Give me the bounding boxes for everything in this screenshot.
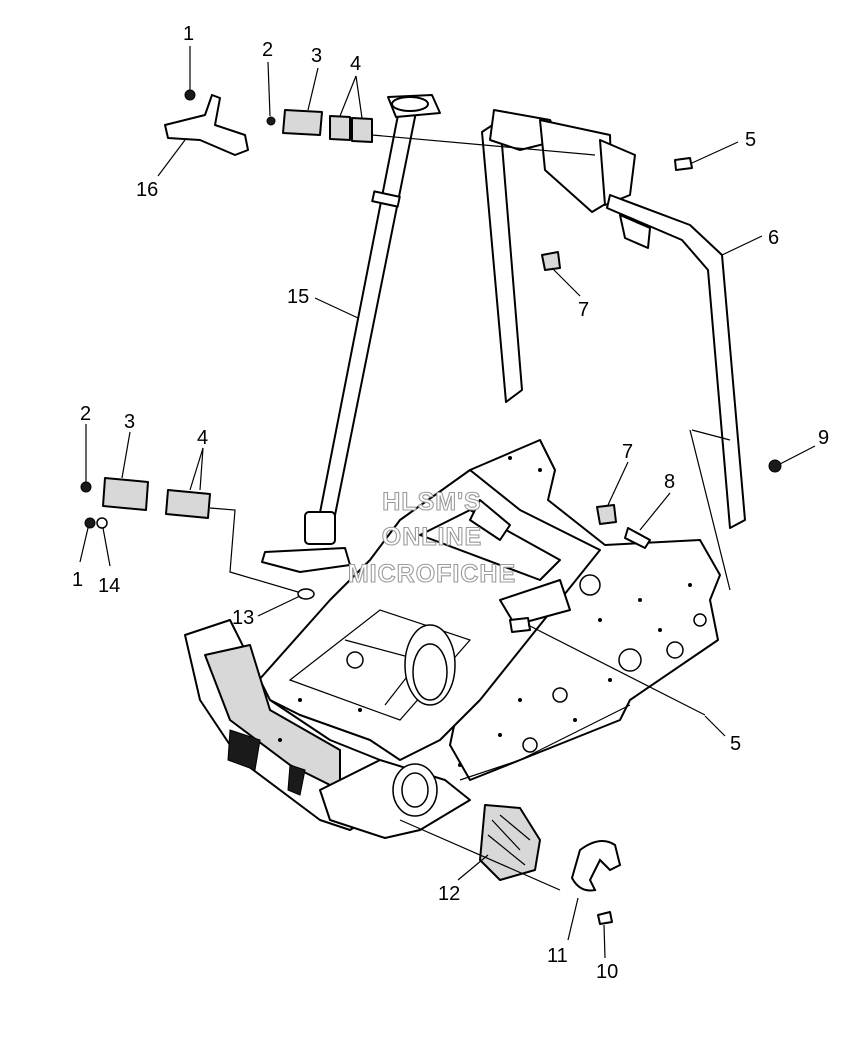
- callout-2-left: 2: [80, 403, 91, 425]
- watermark: HLSM'S ONLINE MICROFICHE: [347, 487, 516, 588]
- callout-3-top: 3: [311, 45, 322, 67]
- bolt-8: [624, 527, 651, 549]
- watermark-line-3: MICROFICHE: [348, 560, 516, 588]
- callout-10: 10: [596, 961, 618, 983]
- callout-8: 8: [664, 471, 675, 493]
- callout-3-left: 3: [124, 411, 135, 433]
- watermark-line-2: ONLINE: [382, 523, 482, 551]
- callout-12: 12: [438, 883, 460, 905]
- callout-2-top: 2: [262, 39, 273, 61]
- callout-11: 11: [547, 945, 568, 967]
- watermark-line-1: HLSM'S: [382, 488, 481, 516]
- clamp-3-left: [102, 477, 149, 511]
- callout-15: 15: [287, 286, 309, 308]
- callout-4-left: 4: [197, 427, 208, 449]
- clip-7-top: [541, 251, 561, 271]
- bolt-5-top: [674, 157, 693, 171]
- steering-post: [261, 94, 441, 573]
- callout-1-left: 1: [72, 569, 83, 591]
- callout-16: 16: [136, 179, 158, 201]
- bracket-16: [164, 94, 249, 156]
- bolt-5-lower: [509, 617, 531, 633]
- nut-1-top: [184, 89, 196, 101]
- washer-13: [297, 588, 315, 600]
- clamp-3-top: [282, 109, 323, 136]
- clip-7-mid: [596, 504, 617, 525]
- callout-5-top: 5: [745, 129, 756, 151]
- callout-14: 14: [98, 575, 120, 597]
- callout-5-lower: 5: [730, 733, 741, 755]
- screw-10: [597, 911, 613, 925]
- retainer-ring-11: [570, 840, 622, 892]
- nut-1-left: [84, 517, 96, 529]
- callout-7-top: 7: [578, 299, 589, 321]
- leader-lines: [79, 46, 816, 959]
- clamp-4-top-b: [351, 117, 373, 143]
- clamp-4-top-a: [329, 115, 351, 141]
- callout-1-top: 1: [183, 23, 194, 45]
- callout-9: 9: [818, 427, 829, 449]
- callout-13: 13: [232, 607, 254, 629]
- callout-labels: 1 2 3 4 5 6 7 15 16 2 3 4 1 14 7 8 9 13 …: [72, 23, 829, 983]
- steering-support-loop: [481, 109, 746, 591]
- nut-9: [768, 459, 782, 473]
- callout-4-top: 4: [350, 53, 361, 75]
- bolt-2-top: [266, 116, 276, 126]
- callout-6: 6: [768, 227, 779, 249]
- callout-7-mid: 7: [622, 441, 633, 463]
- clamp-4-left: [165, 489, 211, 519]
- washer-14: [96, 517, 108, 529]
- main-frame: [184, 439, 721, 839]
- bolt-2-left: [80, 481, 92, 493]
